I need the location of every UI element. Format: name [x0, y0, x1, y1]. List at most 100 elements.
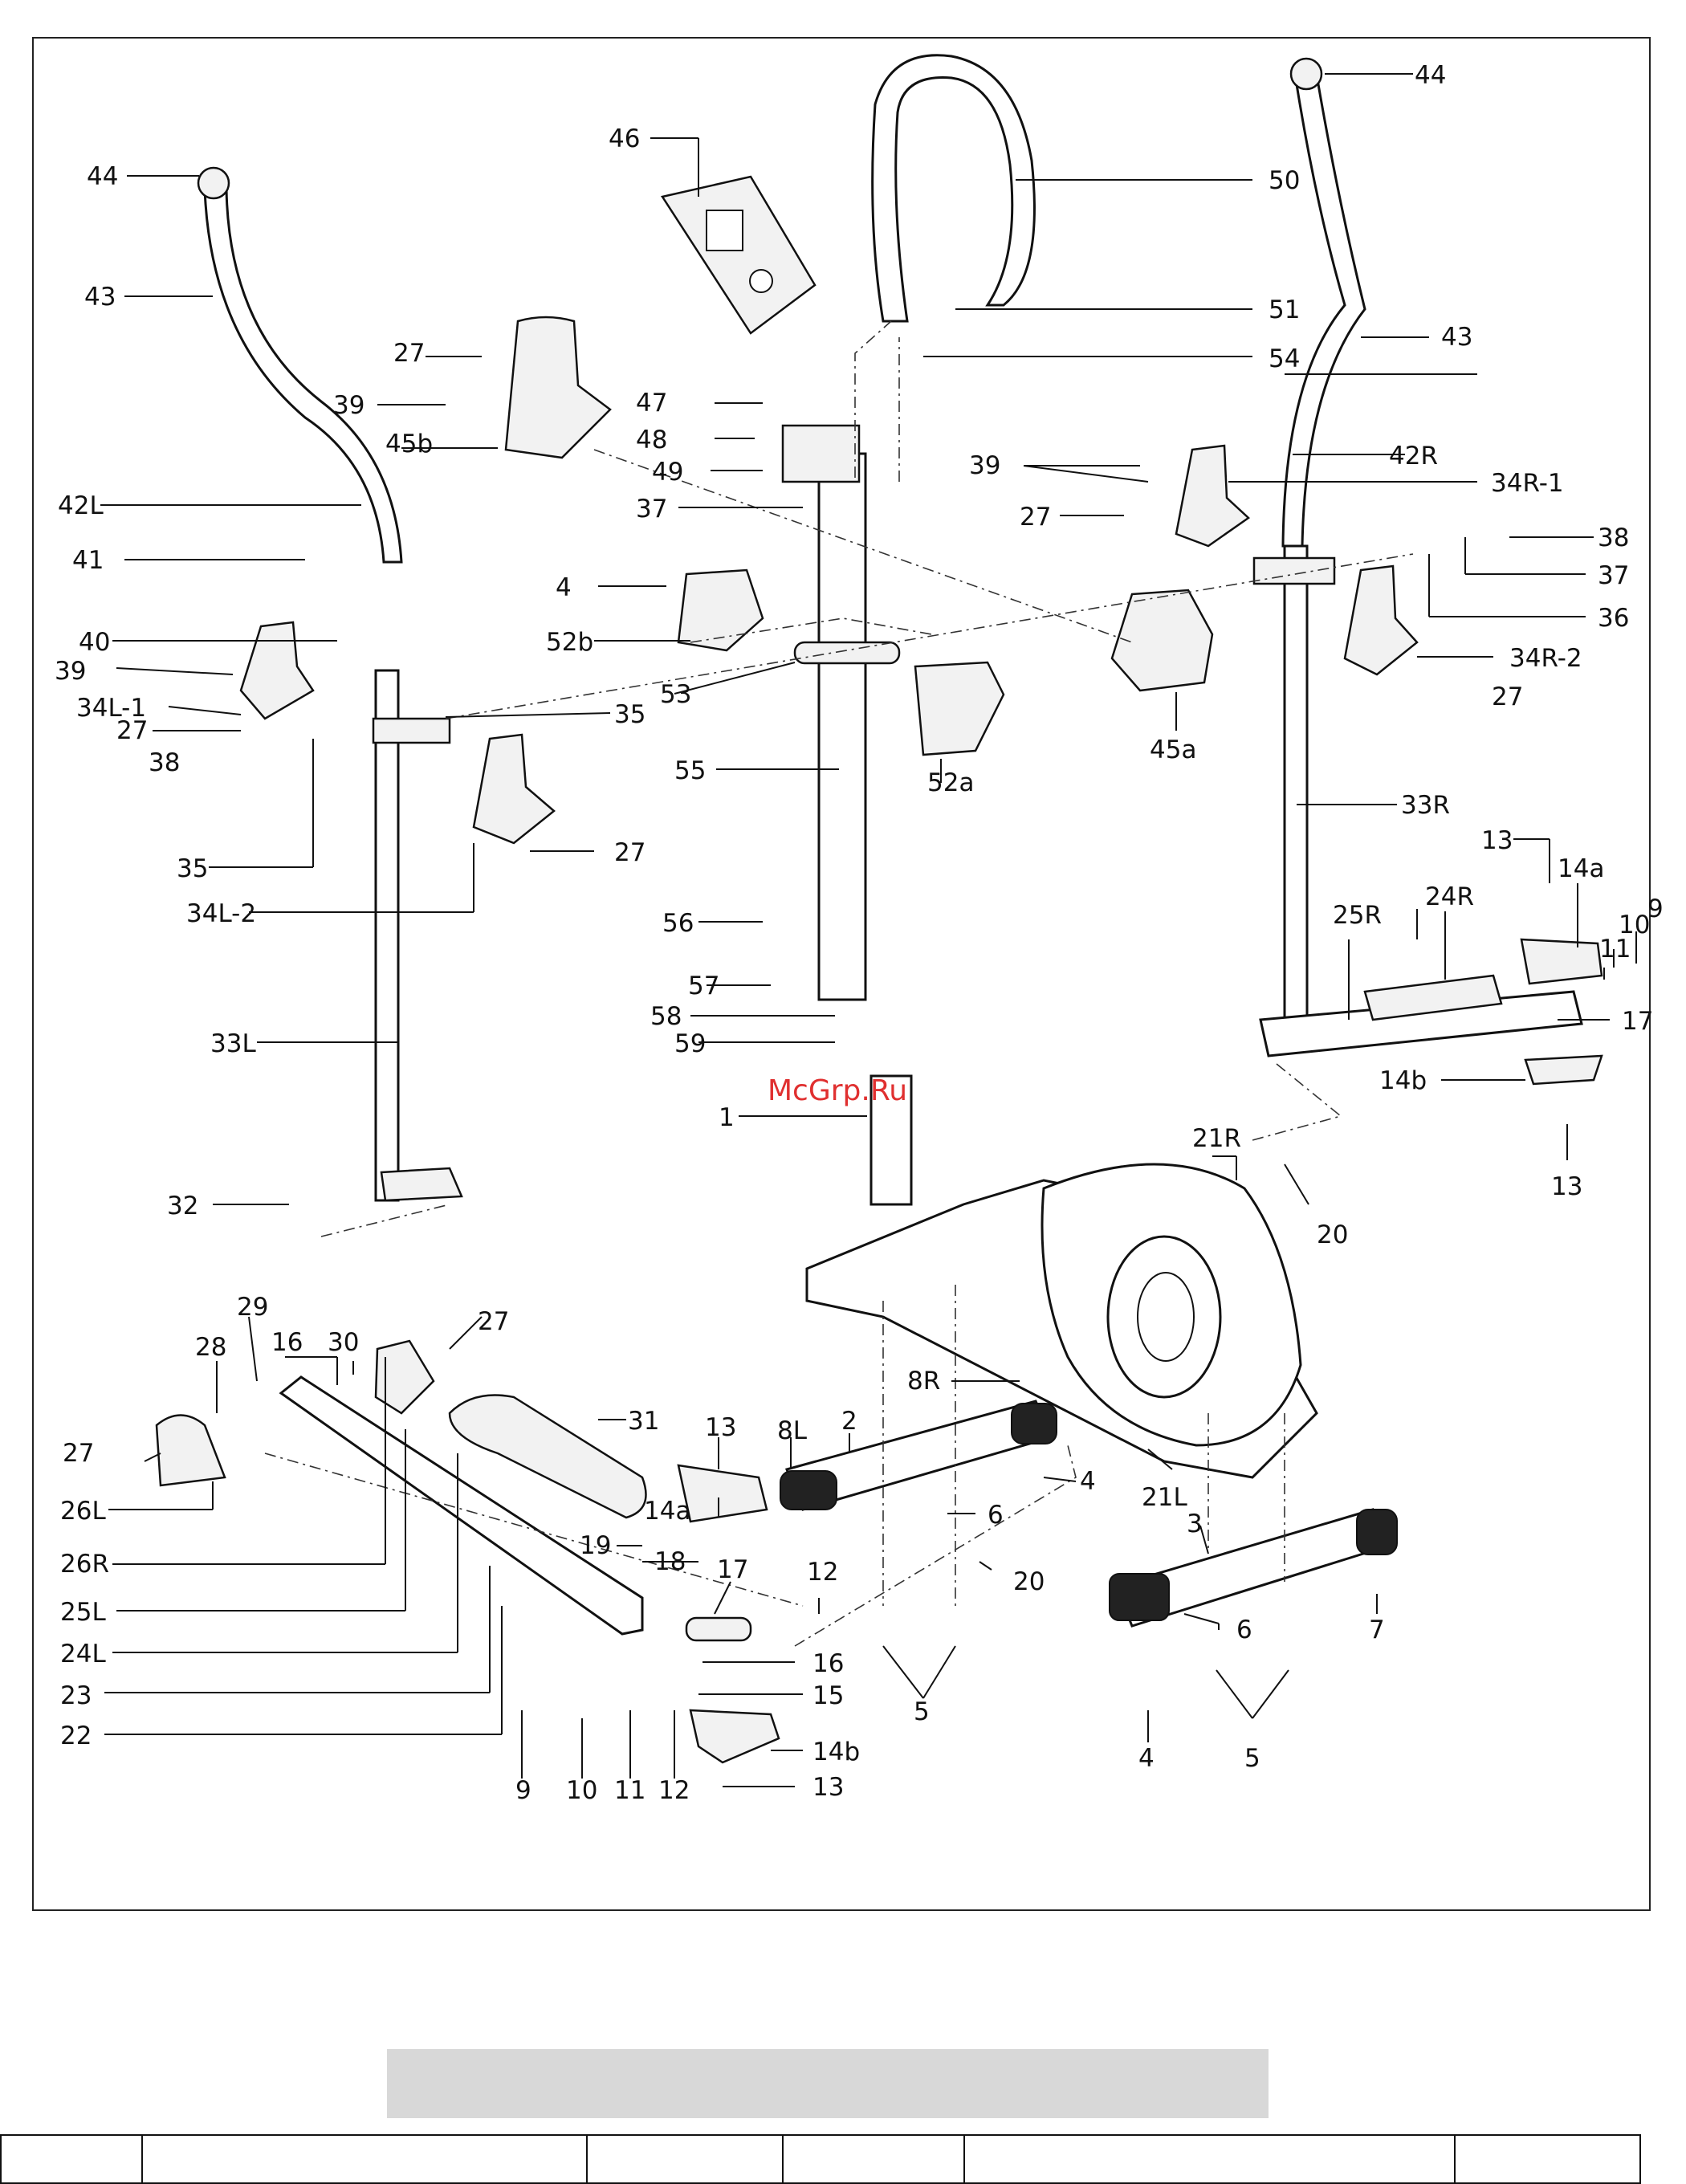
callout-20-b: 20 — [1013, 1567, 1045, 1596]
callout-52a: 52a — [927, 768, 974, 797]
callout-16-a: 16 — [271, 1328, 303, 1357]
callout-34R-2: 34R-2 — [1509, 644, 1582, 673]
callout-31: 31 — [628, 1407, 659, 1436]
callout-34L-2: 34L-2 — [186, 899, 256, 928]
table-cell — [963, 2134, 1456, 2184]
left-roller-bracket-26R — [374, 1339, 435, 1415]
table-row — [0, 2134, 1641, 2184]
callout-36: 36 — [1598, 604, 1629, 633]
left-handlebar-tube — [203, 187, 403, 564]
axle-53 — [793, 641, 901, 665]
callout-21R: 21R — [1192, 1124, 1241, 1153]
callout-13-c: 13 — [705, 1413, 736, 1442]
callout-45b: 45b — [385, 430, 433, 458]
callout-10-a: 10 — [1619, 911, 1650, 939]
shroud-52a — [914, 661, 1005, 756]
shroud-34L-1 — [239, 621, 315, 720]
left-handlebar-cap — [197, 166, 230, 200]
callout-22: 22 — [60, 1722, 92, 1750]
shroud-34L-2 — [472, 733, 556, 845]
right-pivot-tube — [1283, 544, 1309, 1021]
callout-57: 57 — [688, 972, 719, 1000]
callout-27-f: 27 — [478, 1307, 509, 1336]
callout-24L: 24L — [60, 1640, 106, 1669]
left-pivot-foot — [380, 1167, 463, 1202]
callout-13-a: 13 — [1481, 826, 1513, 855]
callout-17-b: 17 — [717, 1555, 748, 1584]
callout-5-b: 5 — [1244, 1744, 1260, 1773]
callout-44-right: 44 — [1415, 61, 1446, 90]
roller-14b-left — [689, 1709, 780, 1764]
right-pedal-24R — [1363, 974, 1503, 1021]
callout-27-d: 27 — [116, 716, 148, 745]
leader-lines — [100, 73, 1637, 1787]
callout-44-left: 44 — [87, 162, 118, 191]
callout-9-b: 9 — [515, 1776, 531, 1805]
axle-17-left — [685, 1616, 752, 1642]
callout-4-c: 4 — [1138, 1744, 1155, 1773]
callout-50: 50 — [1269, 166, 1300, 195]
callout-47: 47 — [636, 389, 667, 418]
gray-caption-bar — [387, 2049, 1269, 2118]
callout-54: 54 — [1269, 344, 1300, 373]
shroud-45a — [1110, 589, 1214, 692]
callout-3: 3 — [1187, 1510, 1203, 1538]
table-cell — [141, 2134, 588, 2184]
shroud-34R-1 — [1175, 444, 1250, 548]
callout-25R: 25R — [1333, 901, 1382, 930]
rear-stabiliser-cap-right — [1356, 1509, 1398, 1555]
callout-4-a: 4 — [556, 573, 572, 602]
shroud-52b — [677, 568, 764, 652]
callout-14a-a: 14a — [1558, 854, 1604, 883]
table-cell — [586, 2134, 784, 2184]
callout-27-c: 27 — [1492, 682, 1523, 711]
roller-14a-left — [677, 1464, 768, 1523]
upper-handle-50 — [871, 54, 1036, 323]
callout-16-b: 16 — [812, 1649, 844, 1678]
left-pivot-crossbar — [372, 717, 451, 744]
callout-27-e: 27 — [614, 838, 645, 867]
callout-34L-1: 34L-1 — [76, 694, 146, 723]
callout-53: 53 — [660, 680, 691, 709]
callout-21L: 21L — [1142, 1483, 1187, 1512]
callout-9-a: 9 — [1647, 894, 1664, 923]
callout-58: 58 — [650, 1002, 682, 1031]
callout-17-a: 17 — [1622, 1007, 1653, 1036]
callout-39-a: 39 — [333, 391, 364, 420]
callout-7: 7 — [1369, 1616, 1385, 1644]
callout-27-b: 27 — [1020, 503, 1051, 532]
column-plate-47 — [781, 424, 861, 483]
front-stabiliser-cap-8R — [1011, 1403, 1057, 1444]
callout-42R: 42R — [1389, 442, 1438, 471]
callout-8R: 8R — [907, 1367, 940, 1396]
callout-12-a: 12 — [807, 1558, 838, 1587]
callout-13-d: 13 — [812, 1773, 844, 1802]
left-pedal-arm — [279, 1375, 644, 1636]
callout-52b: 52b — [546, 628, 593, 657]
callout-33R: 33R — [1401, 791, 1450, 820]
callout-37-b: 37 — [1598, 561, 1629, 590]
callout-5-a: 5 — [914, 1697, 930, 1726]
callout-46: 46 — [609, 124, 640, 153]
callout-33L: 33L — [210, 1029, 256, 1058]
table-cell — [1454, 2134, 1641, 2184]
callout-40: 40 — [79, 628, 110, 657]
callout-39-c: 39 — [55, 657, 86, 686]
right-handlebar-cap — [1289, 57, 1323, 91]
callout-29: 29 — [237, 1293, 268, 1322]
callout-10-b: 10 — [566, 1776, 597, 1805]
callout-6-a: 6 — [988, 1501, 1004, 1530]
callout-24R: 24R — [1425, 882, 1474, 911]
callout-20-a: 20 — [1317, 1220, 1348, 1249]
parts-list-table-header — [0, 2134, 1641, 2184]
callout-32: 32 — [167, 1192, 198, 1220]
callout-15: 15 — [812, 1681, 844, 1710]
callout-14b-b: 14b — [812, 1738, 860, 1766]
roller-14b-right — [1524, 1054, 1603, 1086]
callout-45a: 45a — [1150, 735, 1196, 764]
callout-41: 41 — [72, 546, 104, 575]
callout-51: 51 — [1269, 295, 1300, 324]
right-pivot-crossbar — [1252, 556, 1336, 585]
console — [660, 175, 817, 335]
callout-35-b: 35 — [177, 854, 208, 883]
